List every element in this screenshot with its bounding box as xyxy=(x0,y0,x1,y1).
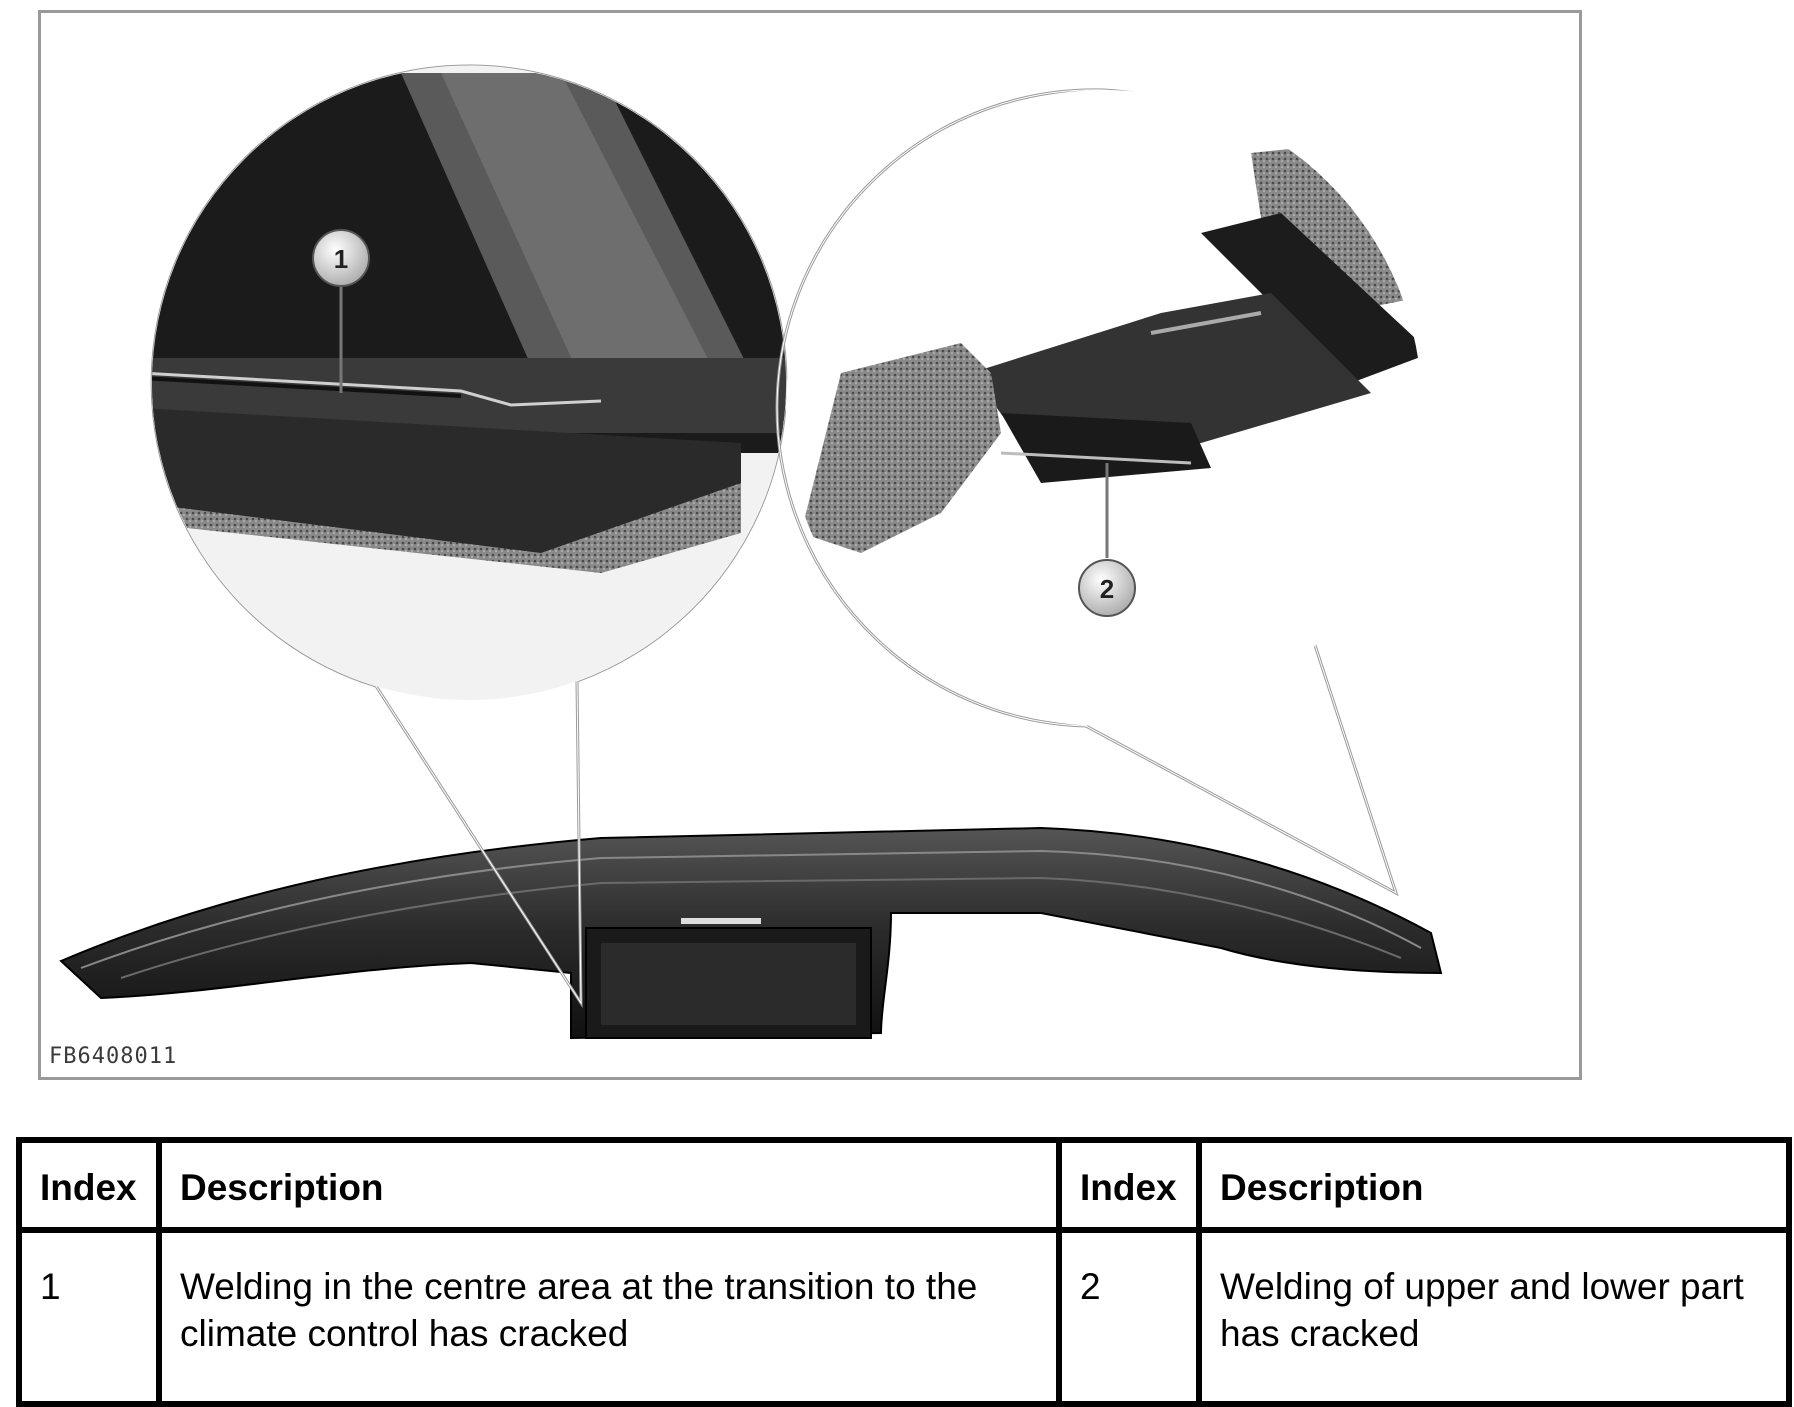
duct-assembly xyxy=(59,826,1443,1040)
callout-2-label: 2 xyxy=(1100,574,1114,604)
header-description-2: Description xyxy=(1196,1137,1792,1233)
row-description-2: Welding of upper and lower part has crac… xyxy=(1196,1227,1792,1407)
header-index-2: Index xyxy=(1056,1137,1202,1233)
figure-illustration: 1 2 FB6408011 xyxy=(38,10,1582,1080)
dashboard-duct-drawing: 1 2 xyxy=(59,64,1443,1040)
row-description-1: Welding in the centre area at the transi… xyxy=(156,1227,1062,1407)
callout-1-label: 1 xyxy=(334,244,348,274)
header-index-1: Index xyxy=(16,1137,162,1233)
detail-right-photo xyxy=(786,90,1422,726)
row-index-1: 1 xyxy=(16,1227,162,1407)
callout-2: 2 xyxy=(1078,559,1136,617)
table-row: 1 Welding in the centre area at the tran… xyxy=(16,1227,1792,1407)
header-description-1: Description xyxy=(156,1137,1062,1233)
detail-left-photo xyxy=(152,66,786,700)
legend-header-row: Index Description Index Description xyxy=(16,1137,1792,1233)
figure-id: FB6408011 xyxy=(49,1044,178,1069)
legend-table: Index Description Index Description 1 We… xyxy=(16,1137,1792,1407)
row-index-2: 2 xyxy=(1056,1227,1202,1407)
callout-1: 1 xyxy=(312,229,370,287)
